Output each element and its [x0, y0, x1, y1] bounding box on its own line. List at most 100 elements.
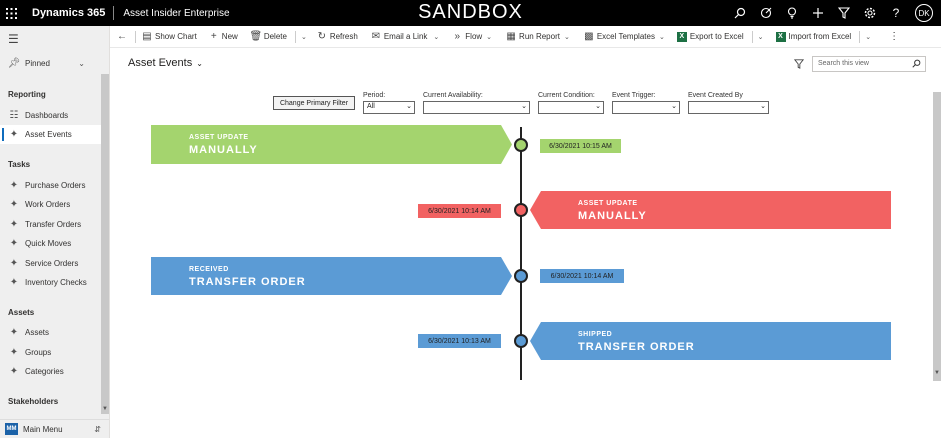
timeline-event-card[interactable]: RECEIVED TRANSFER ORDER — [151, 257, 512, 295]
puzzle-icon: ✦ — [9, 199, 19, 210]
email-link-label: Email a Link — [383, 32, 428, 41]
gear-icon[interactable] — [863, 6, 877, 20]
sidebar-item-dashboards[interactable]: ☷ Dashboards — [0, 106, 101, 125]
sidebar-item-assets[interactable]: ✦ Assets — [0, 323, 101, 342]
back-button[interactable]: ← — [117, 26, 130, 48]
trigger-select[interactable]: ⌄ — [612, 101, 680, 114]
import-excel-dropdown[interactable]: ⌄ — [865, 26, 871, 48]
pin-icon: 📌︎ — [7, 58, 21, 69]
show-chart-label: Show Chart — [155, 32, 197, 41]
email-link-button[interactable]: ✉Email a Link — [371, 26, 428, 48]
sidebar-item-label: Assets — [25, 328, 50, 337]
more-commands-button[interactable]: ⋮ — [889, 26, 899, 48]
chevron-down-icon: ⌄ — [300, 33, 307, 41]
sidebar-item-label: Dashboards — [25, 111, 69, 120]
new-button[interactable]: +New — [209, 26, 238, 48]
puzzle-icon: ✦ — [9, 347, 19, 358]
sitemap-sidebar: ☰ 📌︎ Pinned ⌄ Reporting ☷ Dashboards ✦ A… — [0, 26, 110, 438]
lightbulb-icon[interactable] — [785, 6, 799, 20]
created-by-select[interactable]: ⌄ — [688, 101, 769, 114]
sidebar-item-purchase-orders[interactable]: ✦Purchase Orders — [0, 176, 101, 195]
flow-label: Flow — [465, 32, 483, 41]
run-report-button[interactable]: ▦Run Report⌄ — [506, 26, 570, 48]
chevron-updown-icon: ⇵ — [94, 424, 101, 434]
event-banner-shape — [151, 257, 512, 295]
chevron-down-icon: ⌄ — [760, 103, 766, 110]
main-scrollbar[interactable] — [933, 92, 941, 381]
event-name-label: TRANSFER ORDER — [189, 276, 306, 288]
search-placeholder: Search this view — [818, 60, 869, 67]
puzzle-icon: ✦ — [9, 327, 19, 338]
sidebar-item-quick-moves[interactable]: ✦ Quick Moves — [0, 234, 101, 253]
search-input[interactable]: Search this view — [812, 56, 926, 72]
command-bar: ← ▤Show Chart +New 🗑︎Delete ⌄ ↻Refresh ✉… — [110, 26, 941, 48]
event-type-label: SHIPPED — [578, 331, 613, 338]
event-type-label: ASSET UPDATE — [578, 200, 638, 207]
chevron-down-icon: ⌄ — [757, 33, 764, 41]
plus-icon[interactable] — [811, 6, 825, 20]
divider — [859, 30, 861, 43]
app-launcher-icon[interactable] — [0, 0, 22, 26]
sidebar-item-groups[interactable]: ✦Groups — [0, 343, 101, 362]
search-icon[interactable] — [733, 6, 747, 20]
chevron-down-icon[interactable]: ⌄ — [78, 59, 85, 68]
top-bar: Dynamics 365 Asset Insider Enterprise SA… — [0, 0, 941, 26]
brand-name[interactable]: Dynamics 365 — [32, 7, 106, 19]
sidebar-item-asset-events[interactable]: ✦ Asset Events — [0, 125, 101, 144]
view-selector[interactable]: Asset Events⌄ — [128, 57, 203, 69]
puzzle-icon: ✦ — [9, 238, 19, 249]
sidebar-item-label: Work Orders — [25, 200, 71, 209]
delete-more-dropdown[interactable]: ⌄ — [301, 26, 307, 48]
event-banner-shape — [530, 191, 891, 229]
help-icon[interactable]: ? — [892, 6, 900, 20]
scroll-down-arrow-icon[interactable]: ▼ — [934, 370, 940, 376]
user-avatar[interactable]: DK — [915, 4, 933, 22]
sidebar-scrollbar[interactable] — [101, 74, 109, 414]
excel-icon: X — [676, 31, 687, 42]
flow-button[interactable]: »Flow⌄ — [452, 26, 493, 48]
chevron-down-icon: ⌄ — [658, 33, 665, 41]
search-icon[interactable] — [912, 59, 921, 70]
trigger-label: Event Trigger: — [612, 92, 656, 99]
event-type-label: RECEIVED — [189, 266, 229, 273]
sidebar-item-service-orders[interactable]: ✦Service Orders — [0, 254, 101, 273]
period-value: All — [367, 103, 375, 110]
change-primary-filter-button[interactable]: Change Primary Filter — [273, 96, 355, 110]
app-name[interactable]: Asset Insider Enterprise — [123, 7, 230, 19]
event-banner-shape — [530, 322, 891, 360]
email-link-dropdown[interactable]: ⌄ — [433, 26, 439, 48]
show-chart-button[interactable]: ▤Show Chart — [142, 26, 197, 48]
event-name-label: MANUALLY — [189, 144, 258, 156]
scroll-down-arrow-icon[interactable]: ▼ — [102, 406, 108, 412]
sidebar-item-label: Service Orders — [25, 259, 79, 268]
excel-templates-button[interactable]: ▩Excel Templates⌄ — [584, 26, 665, 48]
refresh-button[interactable]: ↻Refresh — [317, 26, 358, 48]
new-label: New — [221, 32, 238, 41]
availability-select[interactable]: ⌄ — [423, 101, 530, 114]
timeline-event-card[interactable]: SHIPPED TRANSFER ORDER — [530, 322, 891, 360]
sidebar-item-label: Quick Moves — [25, 239, 72, 248]
period-select[interactable]: All⌄ — [363, 101, 415, 114]
sidebar-item-transfer-orders[interactable]: ✦Transfer Orders — [0, 215, 101, 234]
chevron-down-icon: ⌄ — [865, 33, 872, 41]
condition-select[interactable]: ⌄ — [538, 101, 604, 114]
delete-button[interactable]: 🗑︎Delete — [249, 26, 286, 48]
sidebar-item-inventory-checks[interactable]: ✦Inventory Checks — [0, 273, 101, 292]
export-excel-dropdown[interactable]: ⌄ — [758, 26, 764, 48]
condition-label: Current Condition: — [538, 92, 595, 99]
filter-icon[interactable] — [793, 59, 805, 72]
sidebar-item-work-orders[interactable]: ✦ Work Orders — [0, 195, 101, 214]
hamburger-menu-icon[interactable]: ☰ — [8, 32, 19, 46]
filter-icon[interactable] — [837, 6, 851, 20]
report-icon: ▦ — [506, 31, 516, 42]
sidebar-pinned[interactable]: 📌︎ Pinned ⌄ — [0, 54, 101, 73]
sidebar-section-stakeholders: Stakeholders — [8, 397, 59, 406]
target-icon[interactable] — [759, 6, 773, 20]
timeline-event-card[interactable]: ASSET UPDATE MANUALLY — [530, 191, 891, 229]
timeline-event-card[interactable]: ASSET UPDATE MANUALLY — [151, 125, 512, 164]
area-switcher[interactable]: MM Main Menu ⇵ — [0, 419, 109, 438]
sidebar-item-categories[interactable]: ✦Categories — [0, 362, 101, 381]
puzzle-icon: ✦ — [9, 219, 19, 230]
